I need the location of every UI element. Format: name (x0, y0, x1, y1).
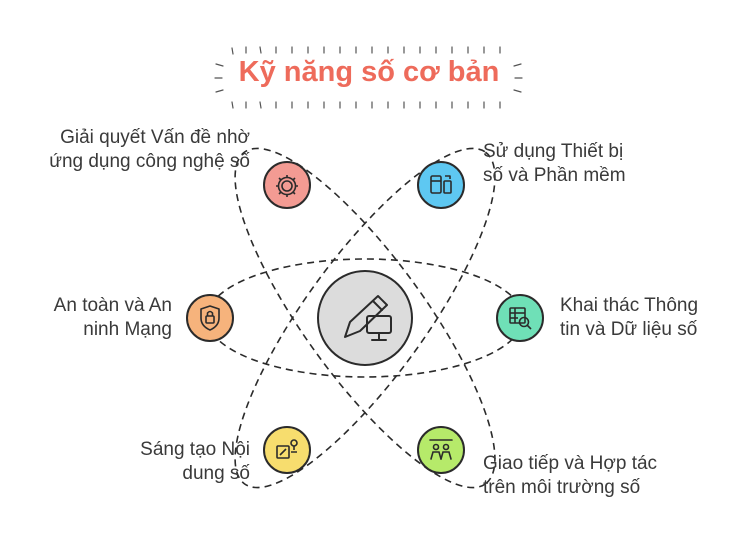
orbit-diagonal-a (234, 147, 496, 489)
center-node (317, 270, 413, 366)
lock-shield-icon (200, 305, 220, 331)
creation-icon (276, 439, 298, 459)
collaboration-icon (429, 439, 453, 460)
label-line: tin và Dữ liệu số (560, 319, 698, 340)
label-line: Khai thác Thông (560, 295, 699, 316)
label-line: Giao tiếp và Hợp tác (483, 453, 658, 474)
label-line: An toàn và An (53, 295, 172, 316)
devices-icon (430, 175, 452, 194)
label-communication: Giao tiếp và Hợp tác trên môi trường số (483, 452, 657, 500)
label-device-use: Sử dụng Thiết bị số và Phần mềm (483, 140, 626, 188)
data-search-icon (509, 307, 532, 330)
node-problem-solving[interactable] (263, 161, 311, 209)
label-line: dung số (182, 463, 250, 484)
label-line: Giải quyết Vấn đề nhờ (60, 127, 250, 148)
label-line: ứng dụng công nghệ số (49, 151, 250, 172)
node-security[interactable] (186, 294, 234, 342)
label-data-info: Khai thác Thông tin và Dữ liệu số (560, 294, 698, 342)
gear-icon (276, 175, 298, 197)
orbit-diagonal-b (234, 147, 496, 489)
page-title: Kỹ năng số cơ bản (238, 56, 500, 88)
label-line: Sử dụng Thiết bị (483, 141, 624, 162)
label-problem-solving: Giải quyết Vấn đề nhờ ứng dụng công nghệ… (49, 126, 250, 174)
label-line: ninh Mạng (83, 319, 172, 340)
pen-monitor-icon (344, 295, 392, 341)
node-content-creation[interactable] (263, 426, 311, 474)
title-decoration (214, 46, 523, 109)
node-communication[interactable] (417, 426, 465, 474)
node-device-use[interactable] (417, 161, 465, 209)
label-line: số và Phần mềm (483, 165, 626, 186)
label-line: trên môi trường số (483, 477, 641, 498)
label-line: Sáng tạo Nội (140, 439, 250, 460)
label-content-creation: Sáng tạo Nội dung số (140, 438, 250, 486)
node-data-info[interactable] (496, 294, 544, 342)
label-security: An toàn và An ninh Mạng (54, 294, 172, 342)
